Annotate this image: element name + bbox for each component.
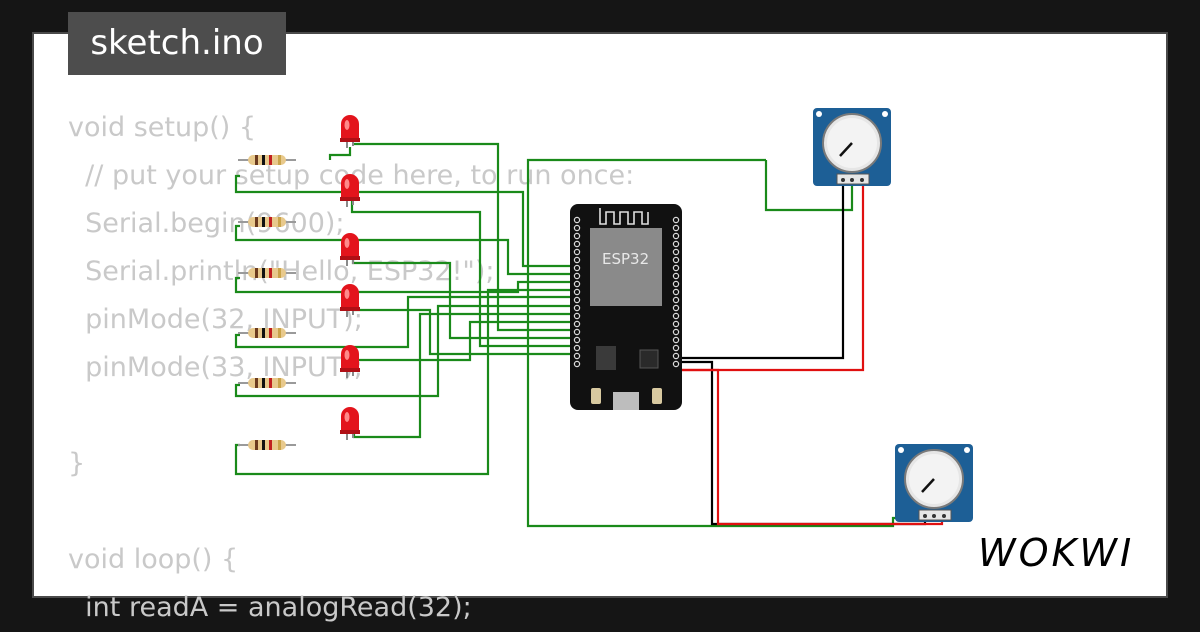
code-line: }: [68, 448, 86, 479]
potentiometer[interactable]: [895, 444, 973, 522]
led: [340, 174, 360, 207]
brand-name: WOKWI: [978, 531, 1134, 575]
wokwi-logo: WOKWI: [978, 531, 1134, 575]
knob-pointer: [921, 478, 935, 493]
resistor: [238, 155, 296, 165]
resistor: [238, 378, 296, 388]
led: [340, 345, 360, 378]
code-editor[interactable]: void setup() { // put your setup code he…: [68, 104, 634, 632]
code-line: Serial.begin(9600);: [68, 208, 345, 239]
file-tab[interactable]: sketch.ino: [68, 12, 286, 75]
reset-button[interactable]: [652, 388, 662, 404]
led: [340, 407, 360, 440]
led: [340, 284, 360, 317]
led: [340, 233, 360, 266]
esp32-board[interactable]: ESP32: [570, 204, 682, 410]
circuit-diagram: ESP32: [234, 108, 973, 528]
led: [340, 115, 360, 148]
usb-serial-chip: [639, 349, 659, 369]
knob-pointer: [839, 142, 853, 157]
resistor: [238, 328, 296, 338]
resistor: [238, 440, 296, 450]
usb-port: [613, 392, 639, 410]
esp32-module: [590, 228, 662, 306]
resistors: [238, 155, 296, 450]
resistor: [238, 268, 296, 278]
code-line: void loop() {: [68, 544, 239, 575]
ground-wires: [676, 186, 927, 526]
leds: [340, 115, 360, 440]
left-pin-header: [573, 216, 581, 368]
resistor: [238, 217, 296, 227]
right-pin-header: [672, 216, 680, 368]
editor-panel: void setup() { // put your setup code he…: [34, 34, 1166, 623]
boot-button[interactable]: [591, 388, 601, 404]
potentiometer[interactable]: [813, 108, 891, 186]
antenna-icon: [599, 208, 649, 225]
regulator-chip: [596, 346, 616, 370]
code-line: void setup() {: [68, 112, 257, 143]
board-label: ESP32: [602, 250, 649, 268]
code-line: int readA = analogRead(32);: [68, 592, 472, 623]
code-line: Serial.println("Hello, ESP32!");: [85, 256, 495, 287]
